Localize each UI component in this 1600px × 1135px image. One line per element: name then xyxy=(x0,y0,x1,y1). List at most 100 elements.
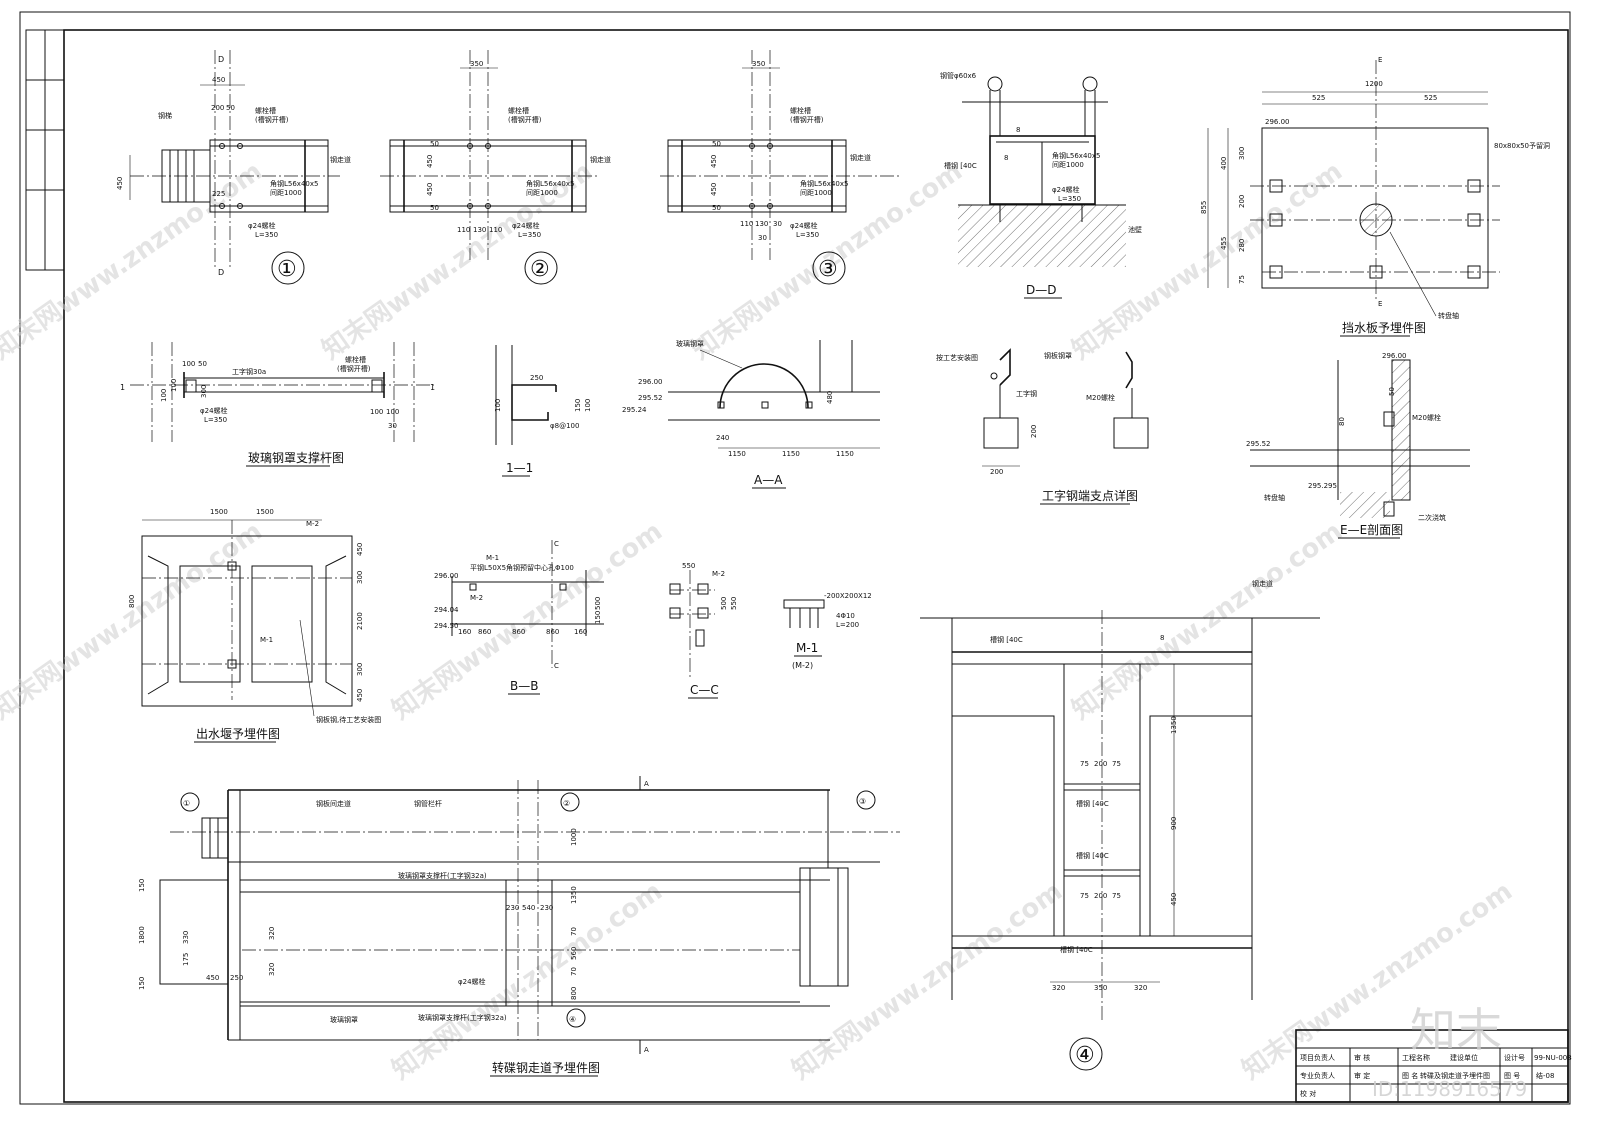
dim: 400 xyxy=(1220,157,1228,170)
label: 槽钢 [40C xyxy=(990,635,1023,644)
label: 角钢L56x40x5 xyxy=(800,179,848,188)
watermark-text: 知末网www.znzmo.com xyxy=(787,876,1068,1085)
title-block-cell: 专业负责人 xyxy=(1300,1071,1335,1080)
section-mark: A xyxy=(644,1046,649,1054)
dim: 100 xyxy=(182,360,195,368)
dim: 1350 xyxy=(1170,716,1178,734)
label: M-2 xyxy=(306,520,319,528)
dim: 50 xyxy=(1388,387,1396,396)
dim: 230 xyxy=(506,904,519,912)
label: 钢走道 xyxy=(850,153,871,162)
dim: 100 xyxy=(370,408,383,416)
title-block-cell: 99-NU-008 xyxy=(1534,1054,1572,1062)
dim: 296.00 xyxy=(638,378,663,386)
title-embed-plate: 挡水板予埋件图 xyxy=(1342,321,1426,335)
dim: 175 xyxy=(182,953,190,966)
dim: 50 xyxy=(226,104,235,112)
label: 转盘轴 xyxy=(1264,493,1285,502)
label: 工字钢 xyxy=(1016,389,1037,398)
dim: 160 xyxy=(458,628,471,636)
label: 槽钢 [40C xyxy=(944,161,977,170)
label: 角钢L56x40x5 xyxy=(270,179,318,188)
detail-plan-3: 350 50 450 450 50 110 30 130 30 螺栓槽 (槽钢开… xyxy=(660,50,900,285)
title-block-cell: 项目负责人 xyxy=(1300,1053,1335,1062)
section-title-cc: C—C xyxy=(690,683,719,697)
dim: 200 xyxy=(1094,760,1107,768)
label: φ24螺栓 xyxy=(458,977,486,986)
label: 工字钢30a xyxy=(232,367,266,376)
dim: 150 xyxy=(594,611,602,624)
dim: 50 xyxy=(430,140,439,148)
dim: 100 xyxy=(494,399,502,412)
dim: 300 xyxy=(356,663,364,676)
label: φ24螺栓 xyxy=(200,406,228,415)
dim: 1150 xyxy=(836,450,854,458)
dim: 540 xyxy=(522,904,535,912)
title-block-cell: 图 名 xyxy=(1402,1071,1418,1080)
dim: 296.00 xyxy=(434,572,459,580)
dim: 525 xyxy=(1424,94,1437,102)
dim: 130 xyxy=(755,220,768,228)
watermark-text: 知末网www.znzmo.com xyxy=(0,156,268,365)
detail-marker-2: ② xyxy=(530,257,550,282)
dim: 75 xyxy=(1238,275,1246,284)
label: 钢走道 xyxy=(1252,579,1273,588)
dim: 80 xyxy=(1338,417,1346,426)
m1-title: M-1 xyxy=(796,641,818,655)
section-mark: A xyxy=(644,780,649,788)
dim: 450 xyxy=(356,689,364,702)
label: L=350 xyxy=(204,416,227,424)
dim: 100 xyxy=(386,408,399,416)
dim: 450 xyxy=(426,183,434,196)
section-cc: 550 500 550 M-2 C—C xyxy=(669,562,738,699)
label: (槽钢开槽) xyxy=(255,115,289,124)
dim: 300 xyxy=(1238,147,1246,160)
section-dd: 钢管φ60x6 8 8 槽钢 [40C 角钢L56x40x5 间距1000 φ2… xyxy=(940,71,1142,299)
section-aa: 296.00 295.52 295.24 1150 1150 1150 240 … xyxy=(622,339,880,489)
title-block-drawing-name: 转碟及钢走道予埋件图 xyxy=(1420,1071,1490,1080)
section-title-dd: D—D xyxy=(1026,283,1056,297)
svg-text:D: D xyxy=(218,55,224,64)
dim: 860 xyxy=(512,628,525,636)
label: 钢梯 xyxy=(158,111,172,120)
label: φ24螺栓 xyxy=(512,221,540,230)
dim: 350 xyxy=(1094,984,1107,992)
dim: 250 xyxy=(530,374,543,382)
dim: 100 xyxy=(584,399,592,412)
dim: 450 xyxy=(116,177,124,190)
section-11: 250 100 150 100 φ8@100 1—1 xyxy=(494,345,592,477)
label: M-1 xyxy=(260,636,273,644)
dim: 296.00 xyxy=(1265,118,1290,126)
dim: 1000 xyxy=(570,828,578,846)
label: 钢管栏杆 xyxy=(414,799,442,808)
dim: 500 xyxy=(720,597,728,610)
dim: 455 xyxy=(1220,237,1228,250)
dim: 450 xyxy=(206,974,219,982)
label: L=350 xyxy=(1058,195,1081,203)
label: M-1 xyxy=(486,554,499,562)
label: 槽钢 [40C xyxy=(1060,945,1093,954)
section-title-bb: B—B xyxy=(510,679,538,693)
label: 螺栓槽 xyxy=(255,106,276,115)
label: (槽钢开槽) xyxy=(508,115,542,124)
label: (槽钢开槽) xyxy=(790,115,824,124)
dim: 294.04 xyxy=(434,606,459,614)
dim: 450 xyxy=(710,183,718,196)
label: 玻璃钢罩 xyxy=(676,339,704,348)
dim: 295.52 xyxy=(638,394,663,402)
label: 80x80x50予留洞 xyxy=(1494,141,1550,150)
label: φ24螺栓 xyxy=(1052,185,1080,194)
dim: 200 xyxy=(1030,425,1038,438)
outer-border xyxy=(19,11,1571,1105)
label: 平钢L50X5角钢 xyxy=(470,563,520,572)
label: 钢板钢罩 xyxy=(1044,351,1072,360)
label: 钢走道 xyxy=(590,155,611,164)
section-ee: 296.00 295.52 295.295 50 80 M20螺栓 转盘轴 二次… xyxy=(1246,352,1470,539)
dim: 320 xyxy=(1134,984,1147,992)
label: 玻璃钢罩支撑杆(工字钢32a) xyxy=(418,1013,507,1022)
title-ibeam-support: 工字钢端支点详图 xyxy=(1042,488,1138,503)
dim: 550 xyxy=(730,597,738,610)
label: 槽钢 [40C xyxy=(1076,799,1109,808)
title-block-cell: 建设单位 xyxy=(1450,1053,1478,1062)
